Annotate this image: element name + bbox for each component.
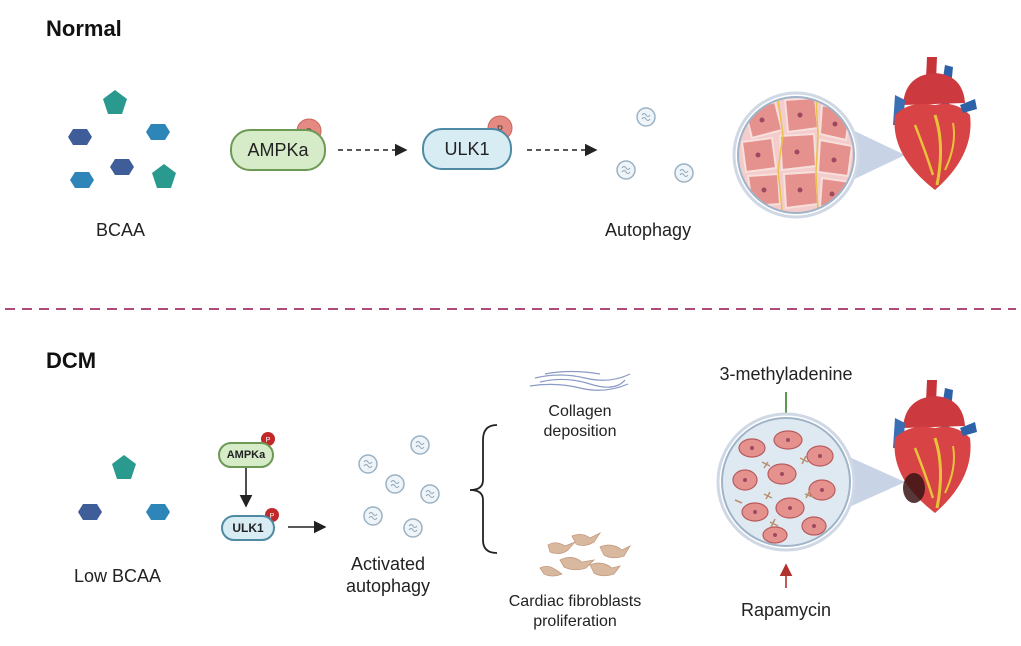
activated-autophagy-label: Activated autophagy xyxy=(328,553,448,597)
phosphate-label: P xyxy=(270,513,275,520)
ulk1-node: ULK1 xyxy=(221,515,275,541)
magnifier-cone xyxy=(838,452,905,512)
fibroblast-proliferation-label: Cardiac fibroblasts proliferation xyxy=(490,592,660,632)
fibroblast-line-2: proliferation xyxy=(533,613,617,630)
collagen-fibers xyxy=(529,370,631,391)
autophagy-vesicle xyxy=(363,506,383,526)
outcome-bracket xyxy=(469,424,498,554)
autophagy-vesicle xyxy=(616,160,636,180)
ampk-label: AMPKa xyxy=(247,140,309,160)
collagen-line-2: deposition xyxy=(543,423,617,440)
heart-icon xyxy=(891,55,979,192)
magnifier-cone xyxy=(842,125,905,185)
bcaa-hexagon xyxy=(68,129,92,145)
autophagy-vesicle xyxy=(358,454,378,474)
autophagy-vesicle xyxy=(403,518,423,538)
ampk-label: AMPKa xyxy=(226,449,266,461)
bcaa-hexagon xyxy=(70,172,94,188)
bcaa-hexagon xyxy=(146,124,170,140)
bcaa-hexagon xyxy=(78,504,102,520)
normal-section-title: Normal xyxy=(46,16,122,41)
ulk1-label: ULK1 xyxy=(232,521,264,535)
ampk-node: AMPKa xyxy=(218,442,274,468)
phosphate-label: P xyxy=(266,437,271,444)
activator-label: Rapamycin xyxy=(740,600,832,620)
fibroblast-line-1: Cardiac fibroblasts xyxy=(508,593,642,610)
bcaa-pentagon xyxy=(103,90,127,114)
ulk1-label: ULK1 xyxy=(444,139,490,159)
ulk1-node: ULK1 xyxy=(422,128,512,170)
autophagy-vesicle xyxy=(385,474,405,494)
autophagy-vesicle xyxy=(674,163,694,183)
normal-bcaa-cluster xyxy=(68,90,176,188)
ampk-node: AMPKa xyxy=(230,129,326,171)
normal-tissue-magnifier xyxy=(732,91,905,219)
fibroblast-cells xyxy=(539,531,632,577)
bcaa-hexagon xyxy=(146,504,170,520)
bcaa-label: BCAA xyxy=(96,220,146,240)
collagen-deposition-label: Collagen deposition xyxy=(520,402,640,442)
bcaa-pentagon xyxy=(112,455,136,479)
heart-infarct xyxy=(903,473,925,503)
low-bcaa-label: Low BCAA xyxy=(74,566,162,586)
inhibitor-label: 3-methyladenine xyxy=(719,364,853,384)
collagen-line-1: Collagen xyxy=(548,403,612,420)
autophagy-label: Autophagy xyxy=(605,220,692,240)
bcaa-hexagon xyxy=(110,159,134,175)
bcaa-pentagon xyxy=(152,164,176,188)
autophagy-vesicle xyxy=(410,435,430,455)
autophagy-vesicle xyxy=(636,107,656,127)
autophagy-vesicle xyxy=(420,484,440,504)
activated-autophagy-line-2: autophagy xyxy=(345,576,431,596)
activated-autophagy-line-1: Activated xyxy=(350,554,426,574)
dcm-bcaa-cluster xyxy=(78,455,170,520)
dcm-section-title: DCM xyxy=(46,348,97,373)
dcm-tissue-magnifier xyxy=(716,412,905,552)
